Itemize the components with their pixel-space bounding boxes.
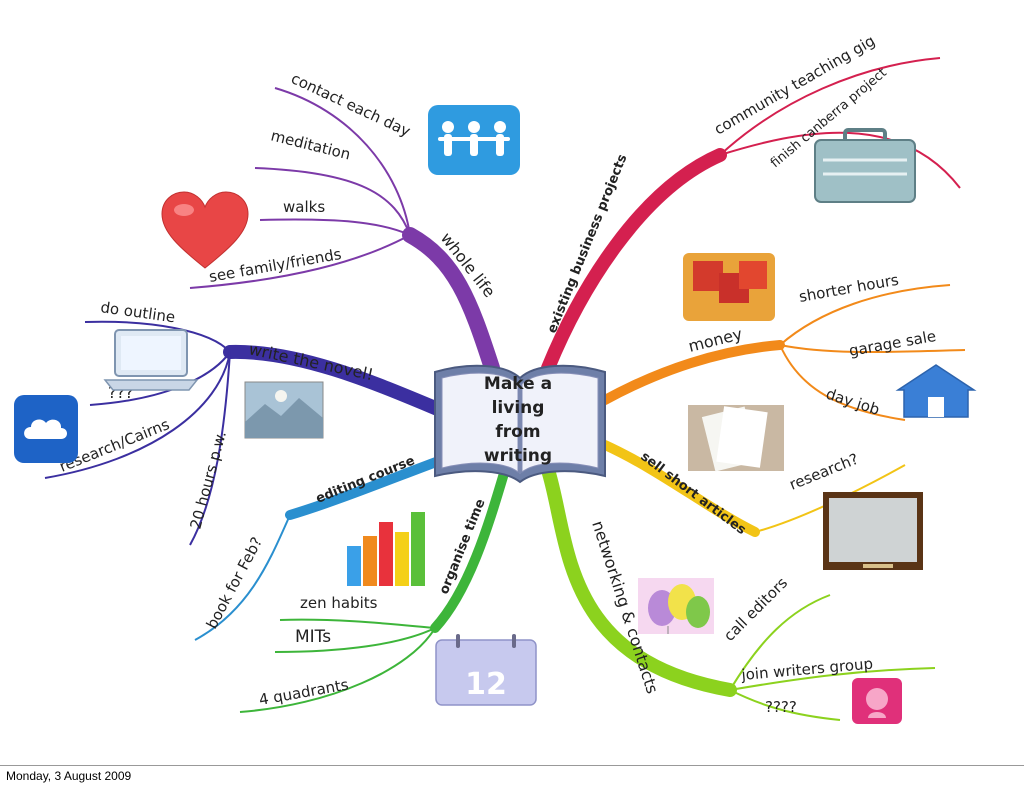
central-book <box>434 364 606 484</box>
currency-icon <box>683 253 775 321</box>
center-line-2: living <box>492 398 545 418</box>
twig-day-job <box>779 344 906 421</box>
twig-shorter-hours <box>779 284 951 346</box>
chalkboard-icon <box>823 492 923 570</box>
heart-icon <box>161 191 249 269</box>
label-zen-habits: zen habits <box>300 594 378 612</box>
calendar-icon <box>435 634 537 706</box>
label-call-editors: call editors <box>720 574 791 645</box>
label-mits: MITs <box>295 627 331 647</box>
slide-footer: Monday, 3 August 2009 <box>0 765 1024 789</box>
branch-business <box>541 148 727 375</box>
twig-20-hours <box>189 351 231 546</box>
branch-money <box>600 340 785 405</box>
center-line-4: writing <box>484 446 552 466</box>
label-writers-group: join writers group <box>740 655 874 685</box>
label-garage-sale: garage sale <box>848 327 938 360</box>
label-research-q: research? <box>787 450 861 494</box>
house-icon <box>895 364 977 418</box>
twig-canberra <box>719 131 961 189</box>
cloud-icon <box>14 395 78 463</box>
twig-family <box>189 234 411 289</box>
label-community-teaching: community teaching gig <box>711 32 878 139</box>
label-meditation: meditation <box>269 126 352 163</box>
calendar-day-number: 12 <box>465 667 507 702</box>
twig-zen-habits <box>279 618 436 629</box>
twig-do-outline <box>84 320 231 353</box>
label-see-family: see family/friends <box>208 245 343 286</box>
balloons-icon <box>638 578 714 634</box>
twig-call-editors <box>729 594 831 691</box>
label-shorter-hours: shorter hours <box>798 271 901 306</box>
landscape-photo-icon <box>244 381 324 439</box>
branch-organise-time <box>430 465 510 633</box>
twig-book-feb <box>194 514 291 641</box>
twig-research-cairns <box>44 351 231 479</box>
label-write-novel: write the novel! <box>247 339 375 384</box>
branch-write-novel <box>223 344 447 417</box>
briefcase-icon <box>814 128 916 203</box>
people-icon <box>428 105 520 175</box>
profile-head-icon <box>852 678 902 724</box>
label-day-job: day job <box>824 385 882 419</box>
twig-garage-sale <box>779 344 966 354</box>
twig-writers-group <box>729 667 936 691</box>
branch-networking <box>541 463 737 697</box>
twig-mits <box>274 627 436 653</box>
bar-chart-icon <box>347 512 425 586</box>
twig-community-teaching <box>719 57 941 156</box>
twig-contact-each-day <box>274 87 411 236</box>
twig-meditation <box>254 167 411 236</box>
label-4-quadrants: 4 quadrants <box>258 675 351 708</box>
branch-whole-life <box>402 227 500 376</box>
center-line-1: Make a <box>484 374 552 394</box>
center-line-3: from <box>495 422 540 442</box>
document-icon <box>688 405 784 472</box>
footer-date: Monday, 3 August 2009 <box>6 769 132 783</box>
label-four-questions: ???? <box>765 698 797 716</box>
label-20-hours: 20 hours p.w. <box>186 429 229 531</box>
twig-walks <box>259 218 411 236</box>
twig-four-questions <box>729 689 841 721</box>
label-walks: walks <box>283 198 325 216</box>
branch-sell-articles <box>600 440 760 537</box>
laptop-icon <box>103 329 199 391</box>
twig-4-quadrants <box>239 627 436 713</box>
mind-map-canvas: Make a living from writing whole life wr… <box>14 32 977 724</box>
